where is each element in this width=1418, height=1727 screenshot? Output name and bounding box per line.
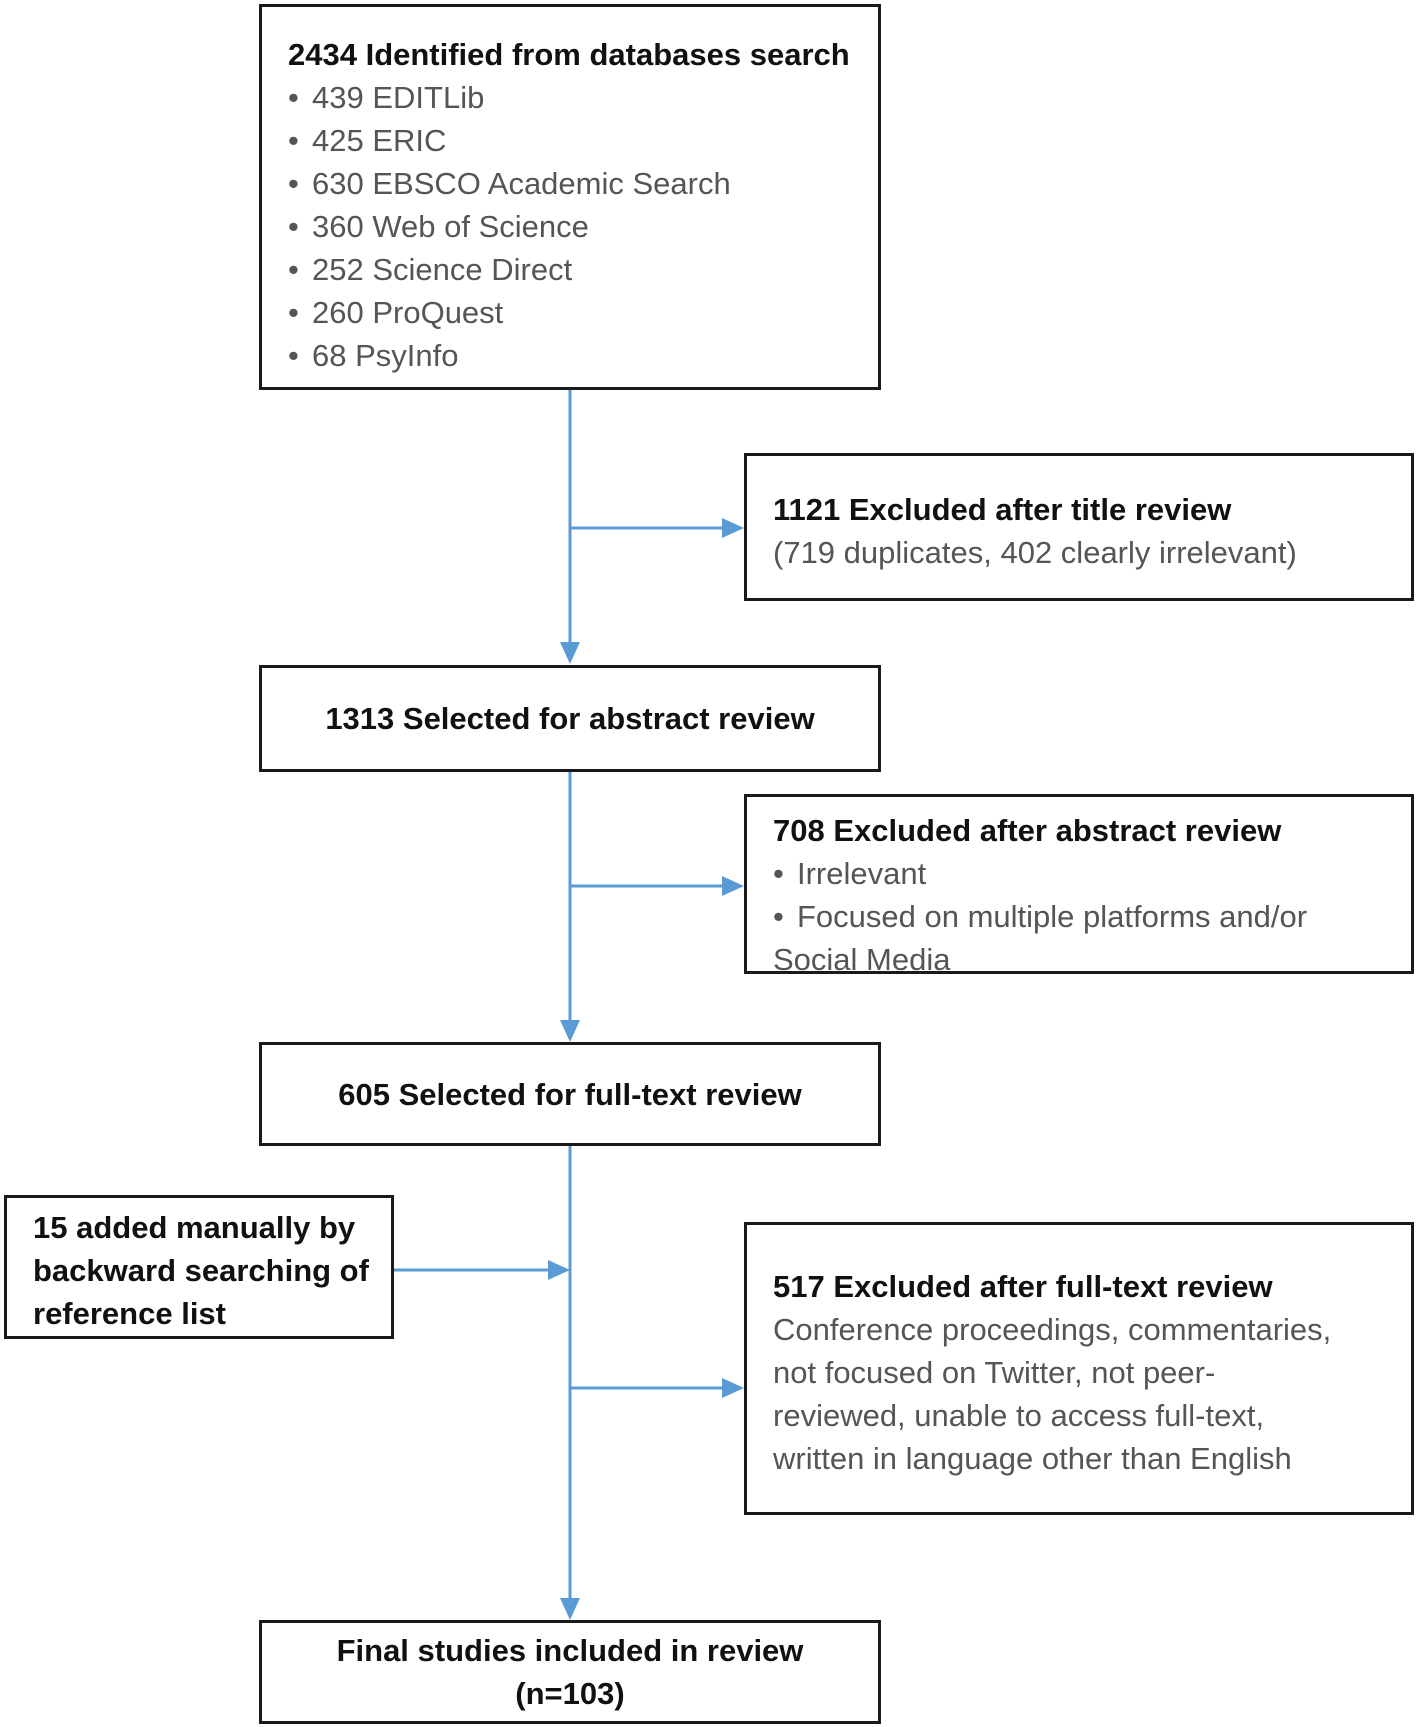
arrowhead-abstract-to-fulltext [560,1020,580,1042]
identified-item: •630 EBSCO Academic Search [288,166,731,201]
excluded-fulltext-box: 517 Excluded after full-text review Conf… [744,1222,1414,1515]
final-box: Final studies included in review (n=103) [259,1620,881,1724]
excluded-title-box: 1121 Excluded after title review (719 du… [744,453,1414,601]
arrowhead-fulltext-to-final [560,1598,580,1620]
abstract-review-box: 1313 Selected for abstract review [259,665,881,772]
added-manually-line: 15 added manually by [33,1210,356,1245]
arrowhead-to-excluded-abstract [722,876,744,896]
excluded-abstract-item: •Focused on multiple platforms and/or [773,899,1308,934]
fulltext-review-title: 605 Selected for full-text review [338,1076,802,1112]
identified-title: 2434 Identified from databases search [288,37,850,72]
excluded-title-heading: 1121 Excluded after title review [773,492,1232,527]
excluded-abstract-item: •Irrelevant [773,856,927,891]
excluded-fulltext-line: reviewed, unable to access full-text, [773,1398,1265,1433]
arrowhead-identified-to-abstract [560,642,580,664]
identified-item: •260 ProQuest [288,295,504,330]
excluded-title-detail: (719 duplicates, 402 clearly irrelevant) [773,535,1297,570]
identified-item: •360 Web of Science [288,209,589,244]
identified-item: •439 EDITLib [288,80,485,115]
added-manually-line: backward searching of [33,1253,369,1288]
arrowhead-added-manually [548,1260,570,1280]
excluded-fulltext-line: Conference proceedings, commentaries, [773,1312,1332,1347]
added-manually-box: 15 added manually by backward searching … [4,1195,394,1339]
identified-box: 2434 Identified from databases search •4… [259,4,881,390]
final-count: (n=103) [515,1676,625,1711]
identified-item: •252 Science Direct [288,252,573,287]
excluded-fulltext-line: not focused on Twitter, not peer- [773,1355,1216,1390]
fulltext-review-box: 605 Selected for full-text review [259,1042,881,1146]
added-manually-line: reference list [33,1296,226,1331]
arrowhead-to-excluded-fulltext [722,1378,744,1398]
excluded-fulltext-heading: 517 Excluded after full-text review [773,1269,1273,1304]
identified-item: •425 ERIC [288,123,447,158]
abstract-review-title: 1313 Selected for abstract review [325,701,815,736]
final-title: Final studies included in review [336,1633,804,1668]
excluded-fulltext-line: written in language other than English [773,1441,1292,1476]
excluded-abstract-heading: 708 Excluded after abstract review [773,813,1282,848]
identified-item: •68 PsyInfo [288,338,459,373]
arrowhead-to-excluded-title [722,518,744,538]
excluded-abstract-box: 708 Excluded after abstract review •Irre… [744,794,1414,977]
excluded-abstract-continuation: Social Media [773,942,951,977]
